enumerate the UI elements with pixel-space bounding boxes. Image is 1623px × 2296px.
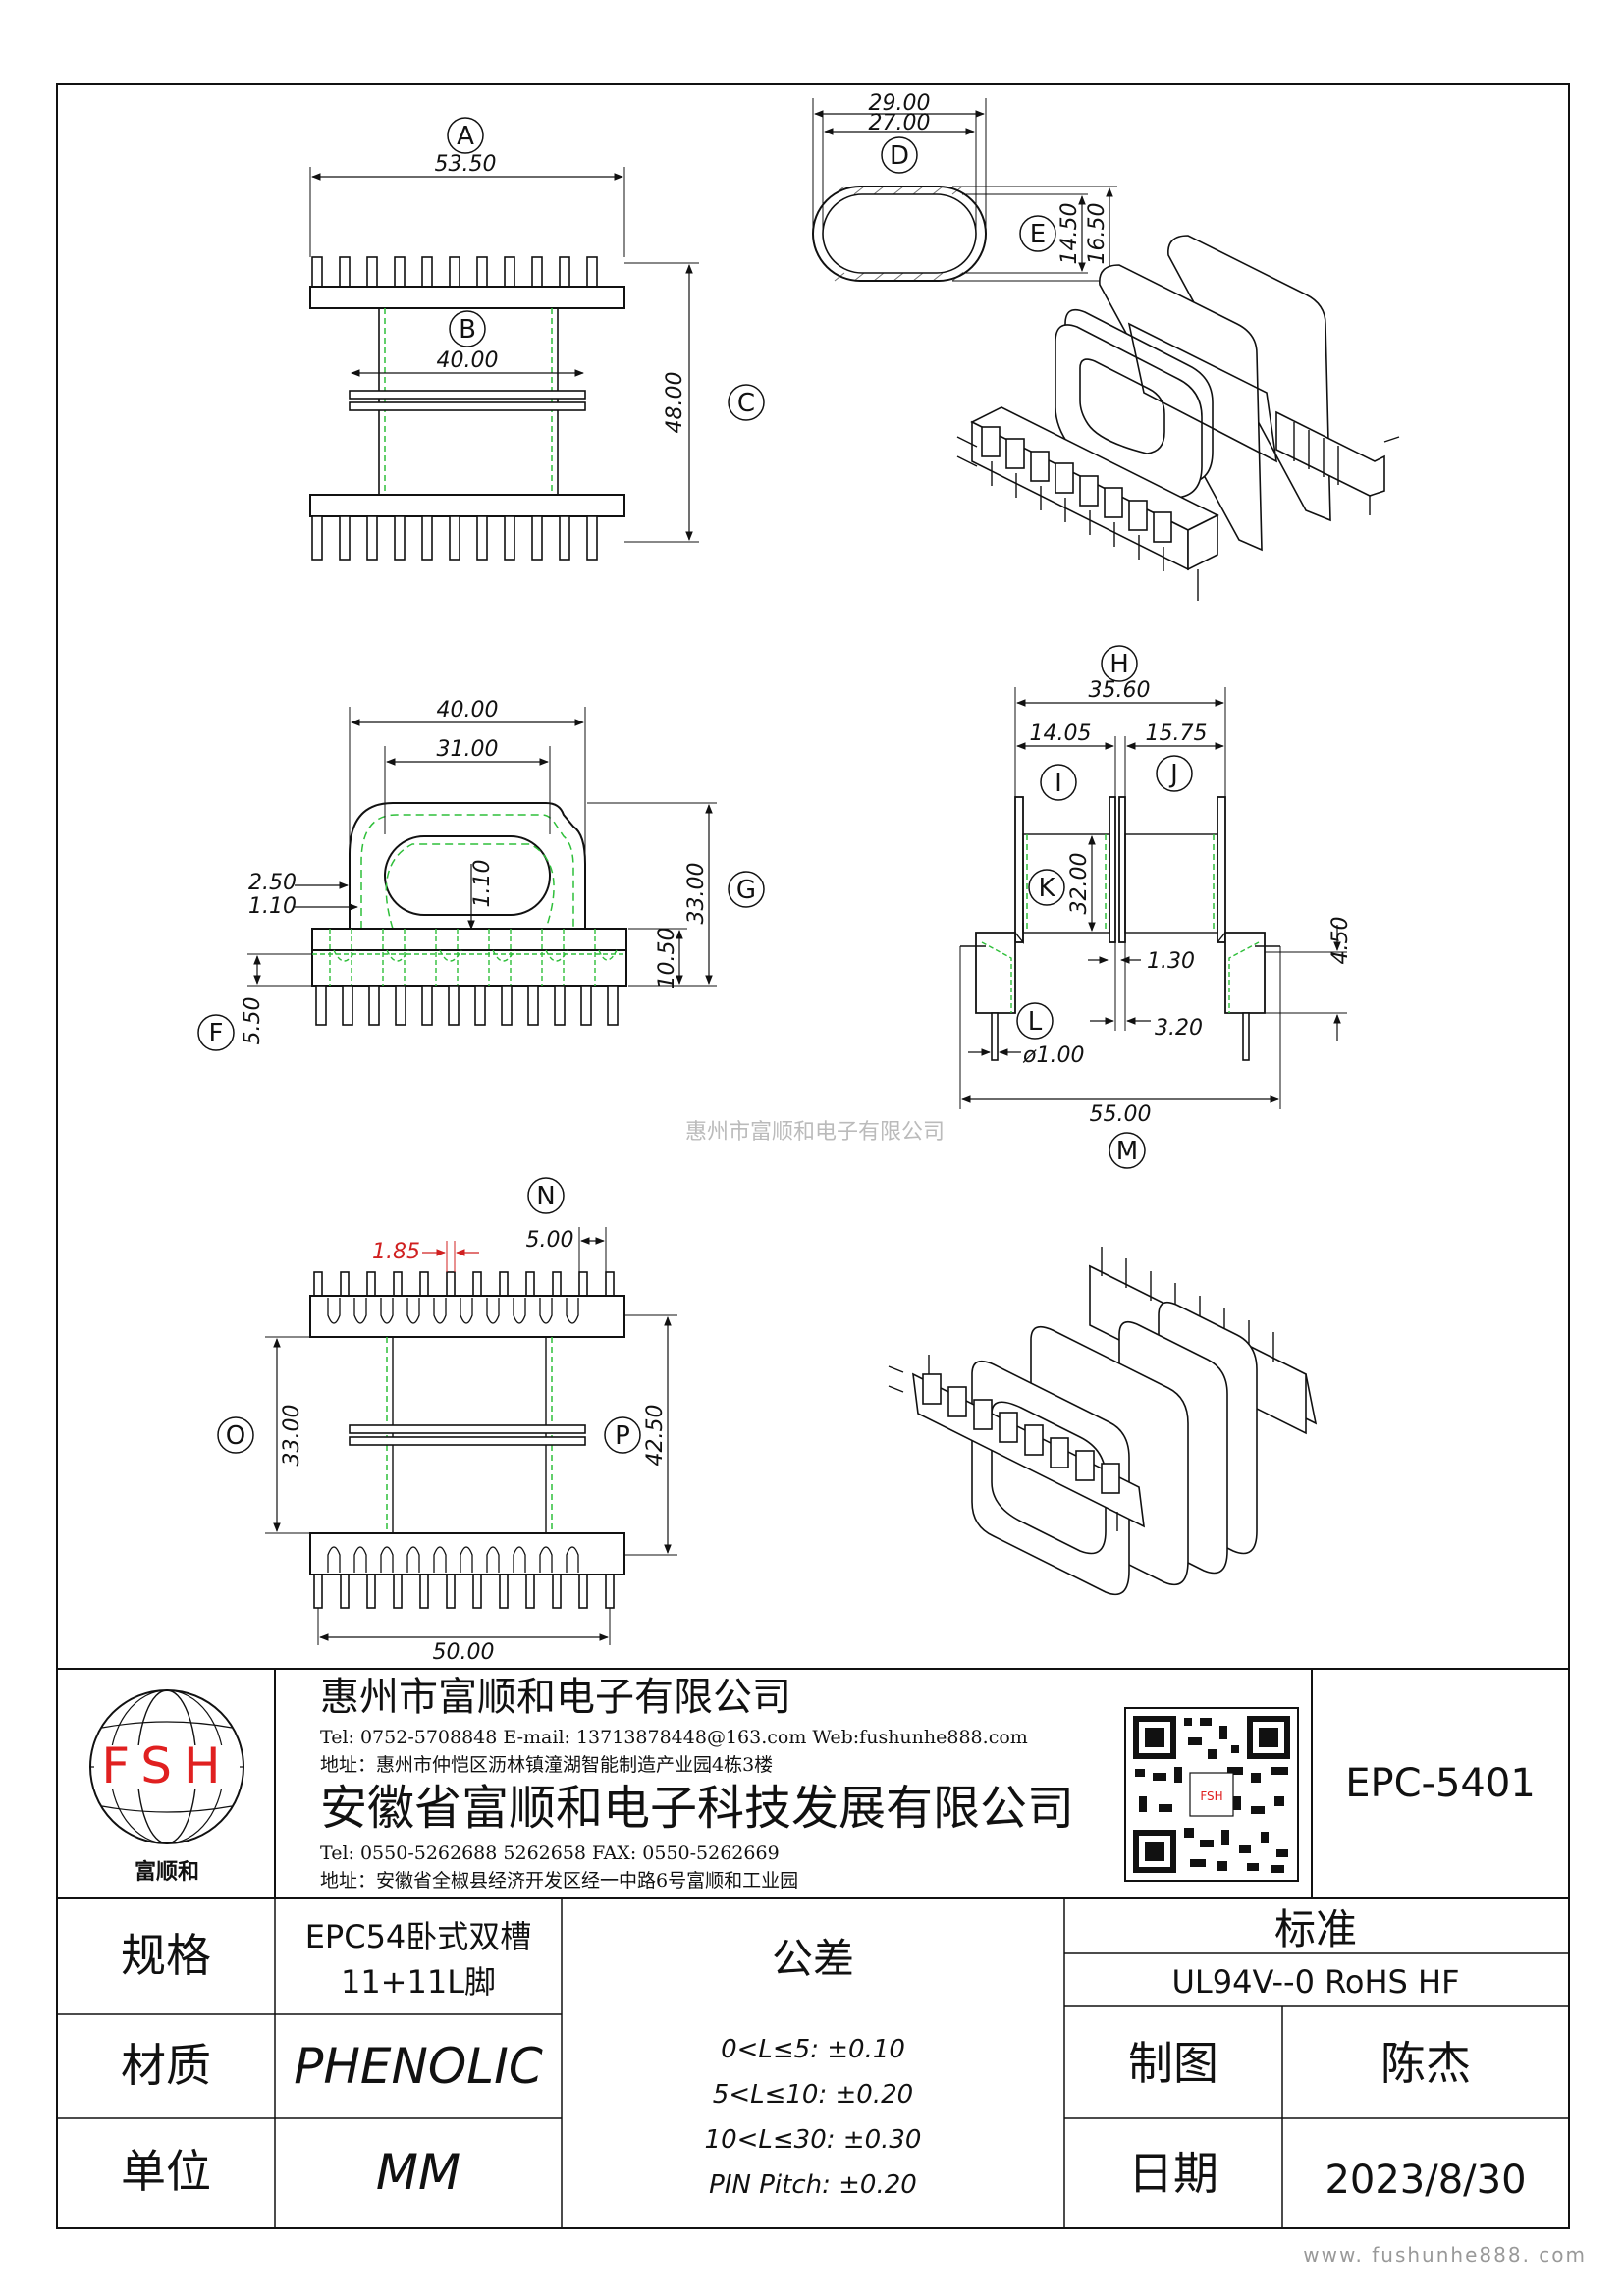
drawn-value: 陈杰 (1380, 2037, 1471, 2090)
dim-53-50: 53.50 (435, 152, 497, 177)
callout-o: O (226, 1421, 245, 1451)
tolerance-4: PIN Pitch: ±0.20 (709, 2170, 917, 2200)
unit-value: MM (376, 2144, 460, 2201)
qr-center-logo: FSH (1200, 1789, 1222, 1803)
bottom-view: 1.85 5.00 N 33.00 O 42.50 P 50.00 (217, 1177, 677, 1665)
part-number: EPC-5401 (1345, 1761, 1536, 1806)
front-view-pins (315, 985, 619, 1026)
spec-value-line1: EPC54卧式双槽 (305, 1918, 532, 1955)
callout-d: D (890, 141, 909, 171)
dim-48-00: 48.00 (663, 372, 687, 434)
standard-label: 标准 (1274, 1905, 1357, 1953)
callout-b: B (459, 315, 476, 345)
tolerance-3: 10<L≤30: ±0.30 (705, 2125, 922, 2155)
dim-16-50: 16.50 (1085, 203, 1109, 265)
dim-dia-1-00: ø1.00 (1022, 1043, 1084, 1068)
callout-h: H (1109, 650, 1129, 679)
dim-4-50: 4.50 (1328, 917, 1353, 965)
oval-view: 29.00 27.00 D 14.50 16.50 E (812, 91, 1117, 282)
callout-c: C (737, 389, 755, 418)
dim-1-10-inner: 1.10 (470, 860, 495, 908)
dim-10-50: 10.50 (655, 928, 679, 989)
top-view-pins-upper (311, 256, 598, 288)
company2-address: 地址：安徽省全椒县经济开发区经一中路6号富顺和工业园 (320, 1870, 798, 1892)
callout-i: I (1055, 769, 1062, 798)
qr-code[interactable]: FSH (1124, 1707, 1299, 1882)
footer-url[interactable]: www. fushunhe888. com (1303, 2243, 1587, 2267)
bottom-view-pins-upper (313, 1271, 615, 1297)
dim-pitch-1-85: 1.85 (372, 1240, 420, 1264)
dim-27-00: 27.00 (869, 111, 931, 135)
side-view: 35.60 H 14.05 15.75 I J 32.00 K 1.30 4.5… (959, 645, 1353, 1169)
isometric-view-1 (956, 235, 1400, 601)
dim-2-50: 2.50 (248, 871, 297, 895)
dim-33-00-front: 33.00 (684, 863, 709, 925)
tolerance-2: 5<L≤10: ±0.20 (713, 2080, 913, 2109)
callout-e: E (1030, 220, 1046, 249)
callout-f: F (209, 1019, 224, 1048)
logo-text: FSH (101, 1737, 232, 1794)
dim-40-00-top: 40.00 (437, 348, 499, 373)
dim-14-50: 14.50 (1057, 203, 1082, 265)
spec-value-line2: 11+11L脚 (341, 1963, 496, 2001)
callout-j: J (1168, 760, 1178, 789)
dim-42-50: 42.50 (643, 1405, 668, 1467)
unit-label: 单位 (121, 2145, 211, 2198)
dim-32-00: 32.00 (1067, 853, 1092, 915)
dim-1-30: 1.30 (1147, 949, 1195, 974)
company1-contact: Tel: 0752-5708848 E-mail: 13713878448@16… (320, 1727, 1028, 1748)
company2-name: 安徽省富顺和电子科技发展有限公司 (320, 1781, 1074, 1836)
dim-3-20: 3.20 (1155, 1016, 1203, 1041)
title-block: FSH 富顺和 惠州市富顺和电子有限公司 Tel: 0752-5708848 E… (57, 1668, 1569, 2228)
callout-n: N (536, 1182, 555, 1211)
logo-caption: 富顺和 (135, 1859, 199, 1885)
front-view: 40.00 31.00 1.10 2.50 1.10 33.00 10.50 G… (197, 698, 765, 1051)
callout-p: P (615, 1421, 630, 1451)
bottom-view-pins-lower (313, 1574, 615, 1609)
date-label: 日期 (1128, 2147, 1218, 2200)
dim-14-05: 14.05 (1030, 721, 1092, 746)
callout-m: M (1116, 1137, 1138, 1166)
callout-a: A (457, 122, 474, 151)
sheet-border (56, 83, 1570, 2229)
callout-l: L (1028, 1007, 1043, 1037)
company1-address: 地址：惠州市仲恺区沥林镇潼湖智能制造产业园4栋3楼 (320, 1754, 773, 1776)
dim-55-00: 55.00 (1090, 1102, 1152, 1127)
company1-name: 惠州市富顺和电子有限公司 (320, 1675, 791, 1720)
dim-35-60: 35.60 (1089, 678, 1151, 703)
standard-value: UL94V--0 RoHS HF (1172, 1963, 1460, 2001)
drawn-label: 制图 (1128, 2037, 1218, 2090)
dim-29-00: 29.00 (869, 91, 931, 116)
tolerance-label: 公差 (772, 1935, 854, 1983)
tolerance-1: 0<L≤5: ±0.10 (721, 2035, 905, 2064)
dim-5-50: 5.50 (241, 997, 265, 1045)
dim-15-75: 15.75 (1146, 721, 1208, 746)
watermark-company: 惠州市富顺和电子有限公司 (685, 1120, 945, 1145)
material-label: 材质 (121, 2039, 211, 2092)
dim-40-00-front: 40.00 (437, 698, 499, 722)
callout-k: K (1038, 874, 1055, 903)
date-value: 2023/8/30 (1325, 2158, 1526, 2203)
top-view-pins-lower (311, 515, 598, 561)
dim-31-00: 31.00 (437, 737, 499, 762)
dim-50-00: 50.00 (433, 1640, 495, 1665)
company-logo: FSH 富顺和 (89, 1689, 244, 1885)
dim-5-00: 5.00 (526, 1228, 574, 1253)
material-value: PHENOLIC (294, 2038, 543, 2095)
isometric-view-2 (888, 1247, 1318, 1596)
dim-33-00-bottom: 33.00 (280, 1405, 304, 1467)
top-view: 53.50 A 40.00 B 48.00 C (309, 117, 765, 561)
callout-g: G (736, 876, 756, 905)
spec-label: 规格 (121, 1929, 211, 1982)
company2-contact: Tel: 0550-5262688 5262658 FAX: 0550-5262… (320, 1842, 780, 1864)
dim-1-10-left: 1.10 (248, 894, 297, 919)
